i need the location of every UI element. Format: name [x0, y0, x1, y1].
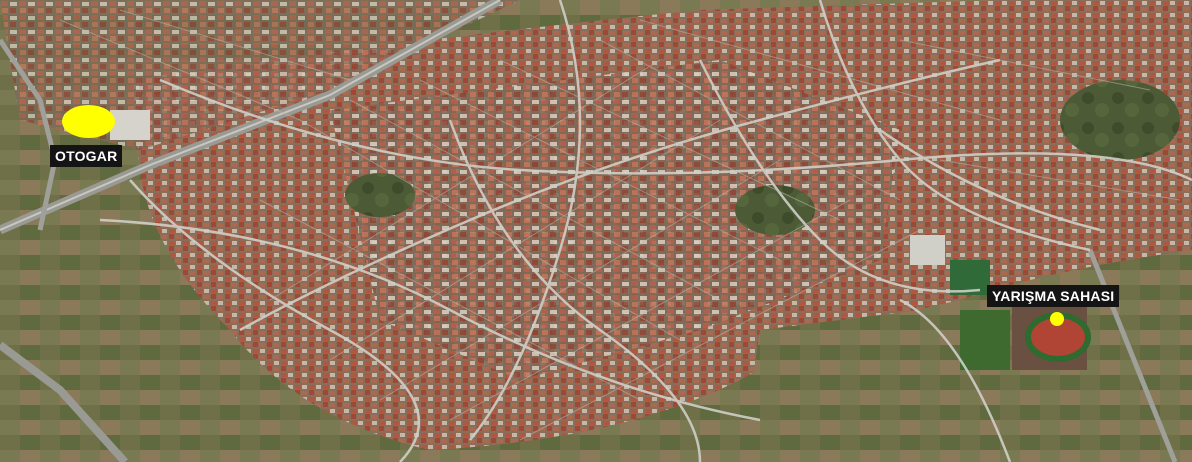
competition-area-marker[interactable]	[1050, 312, 1064, 326]
competition-area-label: YARIŞMA SAHASI	[987, 285, 1120, 307]
otogar-label: OTOGAR	[50, 145, 123, 167]
otogar-marker[interactable]	[62, 105, 115, 138]
